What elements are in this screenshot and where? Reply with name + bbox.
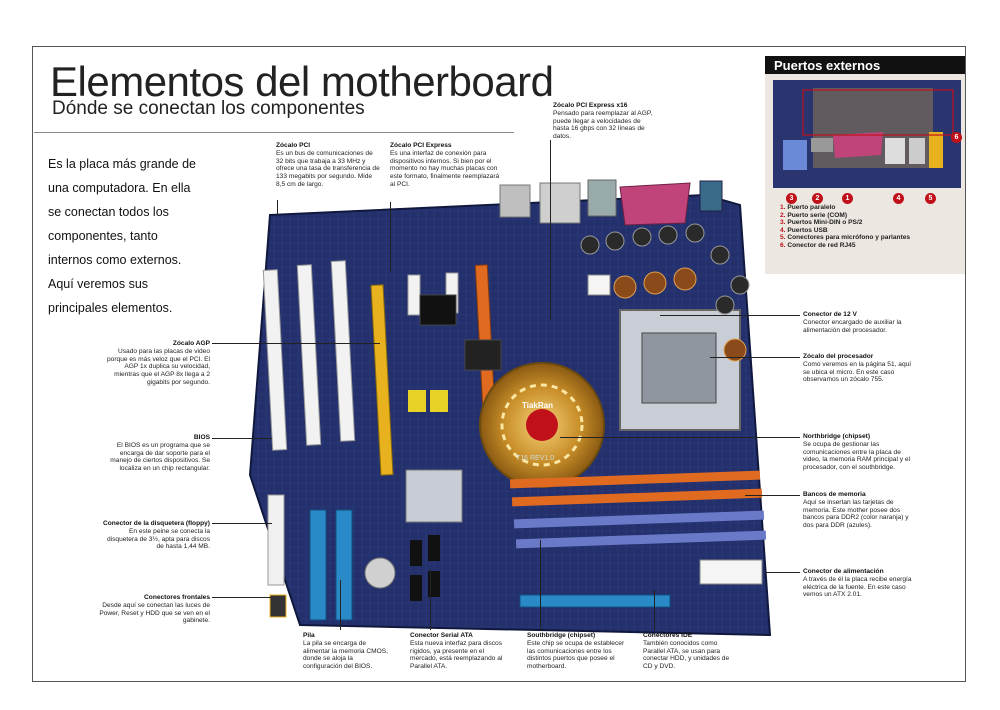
callout-heading: Bancos de memoria	[803, 491, 866, 498]
callout-heading: Conectores frontales	[144, 594, 210, 601]
callout-body: El BIOS es un programa que se encarga de…	[110, 441, 210, 473]
callout-pcie: Zócalo PCI Express Es una interfaz de co…	[390, 142, 500, 189]
leader-line	[212, 438, 272, 439]
callout-ide: Conectores IDE También conocidos como Pa…	[643, 632, 738, 671]
callout-body: Conector encargado de auxiliar la alimen…	[803, 318, 902, 334]
callout-body: Esta nueva interfaz para discos rígidos,…	[410, 639, 503, 671]
callout-body: Aquí se insertan las tarjetas de memoria…	[803, 498, 909, 530]
callout-heading: BIOS	[193, 434, 210, 441]
callout-body: Es un bus de comunicaciones de 32 bits q…	[276, 149, 380, 188]
callout-pci: Zócalo PCI Es un bus de comunicaciones d…	[276, 142, 381, 189]
callout-heading: Zócalo AGP	[172, 340, 210, 347]
leader-line	[654, 590, 655, 630]
callout-heading: Conector de 12 V	[803, 311, 857, 318]
page-subtitle: Dónde se conectan los componentes	[52, 98, 365, 119]
callout-body: Como veremos en la página 51, aquí se ub…	[803, 360, 912, 384]
callout-pcie16: Zócalo PCI Express x16 Pensado para reem…	[553, 102, 653, 141]
callout-body: Es una interfaz de conexión para disposi…	[390, 149, 500, 188]
callout-heading: Zócalo PCI Express	[390, 142, 452, 149]
motherboard-drawing: TiakRan T16 REV1.0	[248, 179, 772, 637]
leader-line	[212, 523, 272, 524]
callout-body: También conocidos como Parallel ATA, se …	[643, 639, 730, 671]
callout-body: A través de él la placa recibe energía e…	[803, 575, 912, 599]
callout-floppy: Conector de la disquetera (floppy) En es…	[98, 520, 210, 551]
marker-1: 1	[842, 193, 853, 204]
marker-2: 2	[812, 193, 823, 204]
ports-list-item: 4. Puertos USB	[780, 226, 828, 234]
ports-list-item: 3. Puertos Mini-DIN o PS/2	[780, 219, 863, 226]
leader-line	[550, 140, 551, 320]
leader-line	[212, 597, 272, 598]
callout-12v: Conector de 12 V Conector encargado de a…	[803, 311, 913, 334]
intro-text: Es la placa más grande de una computador…	[48, 157, 197, 315]
callout-body: Desde aquí se conectan las luces de Powe…	[99, 601, 210, 625]
board-model: T16 REV1.0	[516, 455, 554, 462]
page-title: Elementos del motherboard	[50, 58, 554, 105]
leader-line	[340, 580, 341, 630]
callout-heading: Southbridge (chipset)	[527, 632, 596, 639]
title-divider	[34, 132, 514, 133]
callout-body: Se ocupa de gestionar las comunicaciones…	[803, 440, 911, 472]
callout-sata: Conector Serial ATA Esta nueva interfaz …	[410, 632, 506, 671]
callout-body: Pensado para reemplazar al AGP, puede ll…	[553, 109, 653, 141]
leader-line	[765, 572, 800, 573]
motherboard-image: TiakRan T16 REV1.0	[230, 175, 778, 643]
callout-body: Este chip se ocupa de establecer las com…	[527, 639, 625, 671]
ports-list: 1. Puerto paralelo 2. Puerto serie (COM)…	[780, 204, 910, 249]
leader-line	[710, 357, 800, 358]
callout-heading: Northbridge (chipset)	[803, 433, 871, 440]
callout-heading: Zócalo PCI Express x16	[553, 102, 628, 109]
callout-agp: Zócalo AGP Usado para las placas de vide…	[98, 340, 210, 387]
callout-heading: Conector de alimentación	[803, 568, 884, 575]
callout-bios: BIOS El BIOS es un programa que se encar…	[100, 434, 210, 473]
ports-title: Puertos externos	[765, 56, 965, 74]
leader-line	[540, 540, 541, 630]
ports-panel: Puertos externos 3 2 1 4 5 6 1. Puerto p…	[765, 56, 965, 274]
leader-line	[277, 200, 278, 215]
marker-3: 3	[786, 193, 797, 204]
board-brand: TiakRan	[522, 401, 553, 410]
callout-body: La pila se encarga de alimentar la memor…	[303, 639, 389, 671]
leader-line	[212, 343, 380, 344]
callout-heading: Conector Serial ATA	[410, 632, 473, 639]
callout-northbridge: Northbridge (chipset) Se ocupa de gestio…	[803, 433, 913, 472]
leader-line	[660, 315, 800, 316]
marker-4: 4	[893, 193, 904, 204]
leader-line	[390, 202, 391, 272]
leader-line	[745, 495, 800, 496]
ports-list-item: 2. Puerto serie (COM)	[780, 211, 848, 219]
callout-cpu: Zócalo del procesador Como veremos en la…	[803, 353, 913, 384]
ports-list-item: 1. Puerto paralelo	[780, 204, 836, 211]
callout-power: Conector de alimentación A través de él …	[803, 568, 913, 599]
leader-line	[430, 570, 431, 630]
marker-5: 5	[925, 193, 936, 204]
page-frame	[32, 46, 966, 682]
callout-heading: Zócalo del procesador	[803, 353, 874, 360]
callout-body: En este peine se conecta la disquetera d…	[106, 527, 210, 551]
callout-heading: Pila	[303, 632, 315, 639]
callout-front: Conectores frontales Desde aquí se conec…	[98, 594, 210, 625]
leader-line	[560, 437, 800, 438]
callout-heading: Zócalo PCI	[276, 142, 311, 149]
callout-battery: Pila La pila se encarga de alimentar la …	[303, 632, 389, 671]
callout-body: Usado para las placas de video porque es…	[107, 347, 210, 386]
callout-southbridge: Southbridge (chipset) Este chip se ocupa…	[527, 632, 627, 671]
callout-heading: Conectores IDE	[643, 632, 693, 639]
ports-list-item: 6. Conector de red RJ45	[780, 241, 856, 249]
callout-memory: Bancos de memoria Aquí se insertan las t…	[803, 491, 913, 530]
ports-image	[773, 80, 961, 188]
marker-6: 6	[951, 132, 962, 143]
callout-heading: Conector de la disquetera (floppy)	[103, 520, 210, 527]
ports-list-item: 5. Conectores para micrófono y parlantes	[780, 234, 911, 241]
